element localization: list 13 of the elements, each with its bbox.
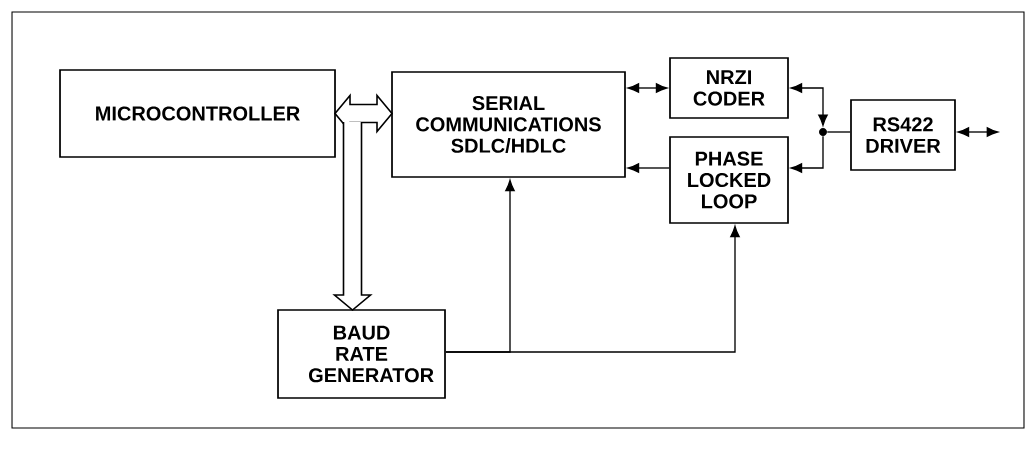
process-box: MICROCONTROLLER (59, 69, 336, 158)
bus-arrow (332, 121, 373, 312)
arrow (627, 163, 670, 173)
arrow (445, 225, 740, 353)
process-box: BAUD RATE GENERATOR (277, 309, 446, 399)
arrow (790, 135, 824, 173)
arrow (790, 83, 828, 126)
process-box: PHASE LOCKED LOOP (669, 136, 789, 224)
arrow (627, 83, 668, 93)
process-box: RS422 DRIVER (850, 99, 956, 171)
arrow (957, 127, 999, 137)
process-box: NRZI CODER (669, 57, 789, 119)
process-box: SERIAL COMMUNICATIONS SDLC/HDLC (391, 71, 626, 178)
